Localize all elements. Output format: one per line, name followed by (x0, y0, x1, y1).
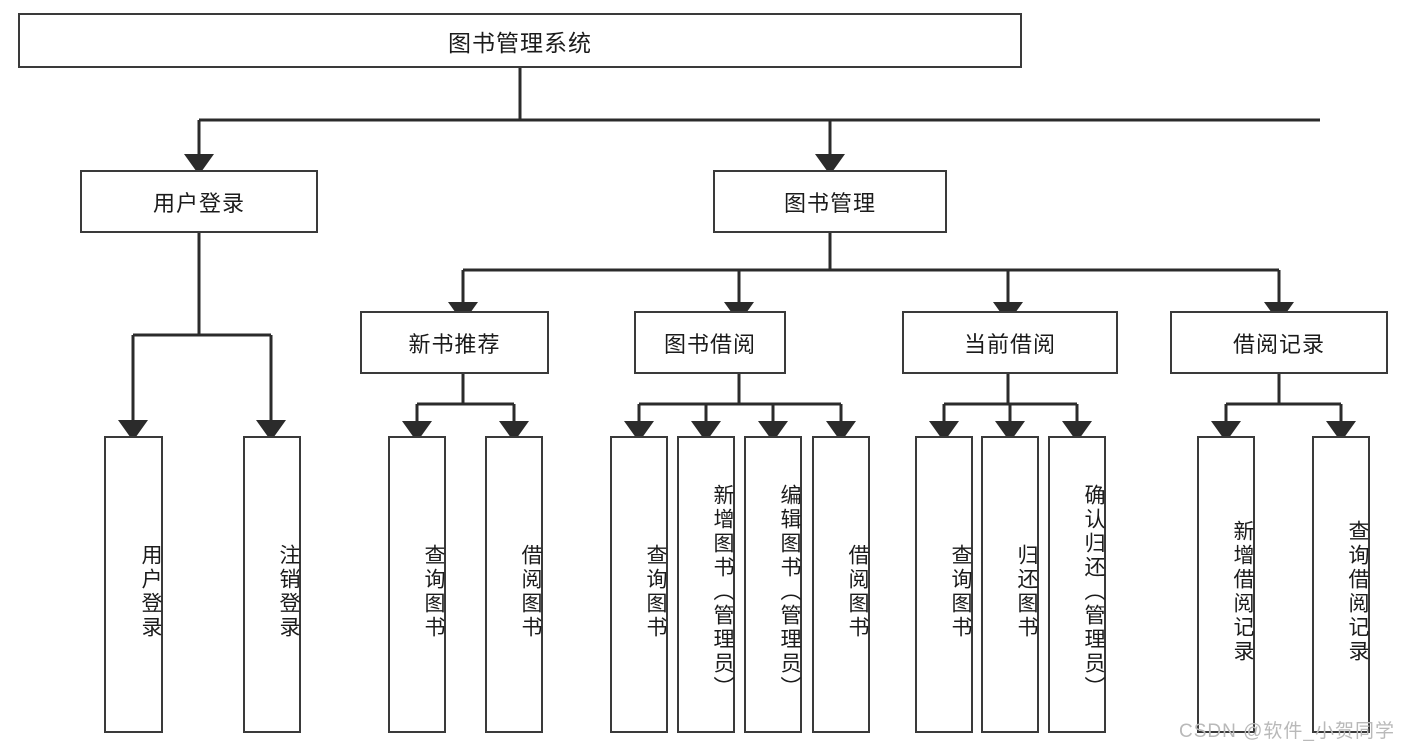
leaf-logout[interactable]: 注销登录 (243, 436, 301, 733)
node-borrow-record[interactable]: 借阅记录 (1170, 311, 1388, 374)
leaf-borrow-add-book-admin[interactable]: 新增图书（管理员） (677, 436, 735, 733)
leaf-newbook-query-book[interactable]: 查询图书 (388, 436, 446, 733)
leaf-record-add-borrow-record[interactable]: 新增借阅记录 (1197, 436, 1255, 733)
leaf-record-query-borrow-record[interactable]: 查询借阅记录 (1312, 436, 1370, 733)
node-book-management[interactable]: 图书管理 (713, 170, 947, 233)
node-new-book-recommend[interactable]: 新书推荐 (360, 311, 549, 374)
leaf-current-confirm-return-admin[interactable]: 确认归还（管理员） (1048, 436, 1106, 733)
leaf-user-login[interactable]: 用户登录 (104, 436, 163, 733)
leaf-current-query-book[interactable]: 查询图书 (915, 436, 973, 733)
leaf-borrow-query-book[interactable]: 查询图书 (610, 436, 668, 733)
node-root-system[interactable]: 图书管理系统 (18, 13, 1022, 68)
node-book-borrow[interactable]: 图书借阅 (634, 311, 786, 374)
leaf-newbook-borrow-book[interactable]: 借阅图书 (485, 436, 543, 733)
leaf-current-return-book[interactable]: 归还图书 (981, 436, 1039, 733)
node-user-login[interactable]: 用户登录 (80, 170, 318, 233)
leaf-borrow-borrow-book[interactable]: 借阅图书 (812, 436, 870, 733)
watermark-text: CSDN @软件_小贺同学 (1179, 721, 1395, 742)
node-current-borrow[interactable]: 当前借阅 (902, 311, 1118, 374)
leaf-borrow-edit-book-admin[interactable]: 编辑图书（管理员） (744, 436, 802, 733)
